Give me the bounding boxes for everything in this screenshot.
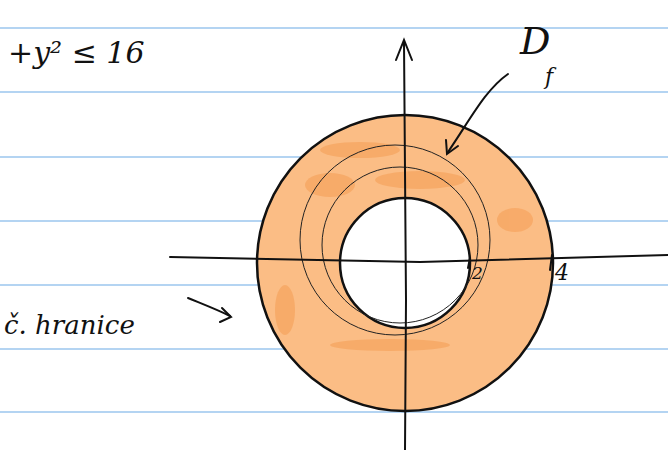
- note-label: č. hranice: [4, 312, 135, 338]
- radius-label: 2: [472, 265, 483, 282]
- radius-label: 4: [555, 262, 569, 284]
- equation-label: +y² ≤ 16: [8, 38, 145, 68]
- set-name: D: [520, 22, 550, 60]
- set-subscript: f: [545, 66, 553, 88]
